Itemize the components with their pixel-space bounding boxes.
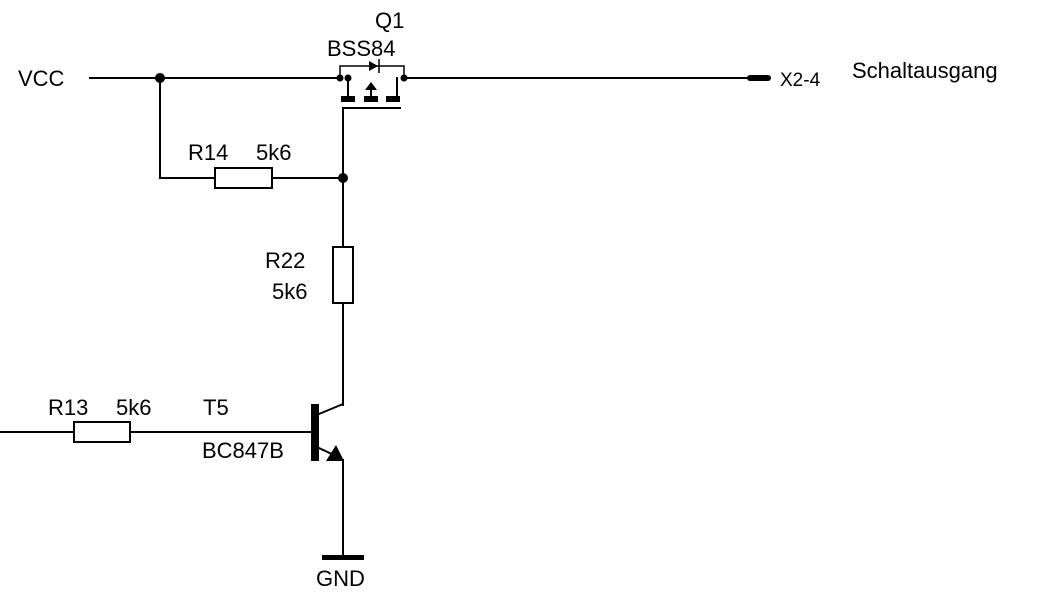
t5-transistor	[311, 402, 345, 557]
q1-diode-triangle	[369, 61, 378, 71]
r13-ref-label: R13	[48, 395, 88, 420]
r14-resistor	[214, 167, 273, 189]
r14-ref-label: R14	[188, 140, 228, 165]
gnd-symbol	[322, 555, 364, 560]
t5-collector-lead	[317, 402, 345, 416]
r13-resistor	[73, 421, 131, 443]
t5-emitter-arrow	[326, 445, 344, 461]
q1-value-label: BSS84	[327, 36, 396, 61]
r22-resistor	[332, 246, 354, 304]
r14-value-label: 5k6	[256, 140, 291, 165]
q1-ref-label: Q1	[375, 8, 404, 33]
t5-value-label: BC847B	[202, 438, 284, 463]
t5-base-bar	[311, 404, 319, 461]
q1-channel-bulk	[364, 96, 378, 102]
q1-mosfet	[336, 59, 408, 179]
r13-value-label: 5k6	[116, 395, 151, 420]
output-net-label: Schaltausgang	[852, 58, 998, 83]
t5-ref-label: T5	[203, 395, 229, 420]
gnd-label: GND	[316, 566, 365, 591]
vcc-label: VCC	[18, 66, 65, 91]
r22-ref-label: R22	[265, 248, 305, 273]
x2-4-connector-label: X2-4	[780, 70, 821, 91]
r22-value-label: 5k6	[272, 279, 307, 304]
q1-channel-source	[341, 96, 355, 102]
q1-bulk-arrow	[365, 82, 377, 90]
q1-channel-drain	[386, 96, 400, 102]
